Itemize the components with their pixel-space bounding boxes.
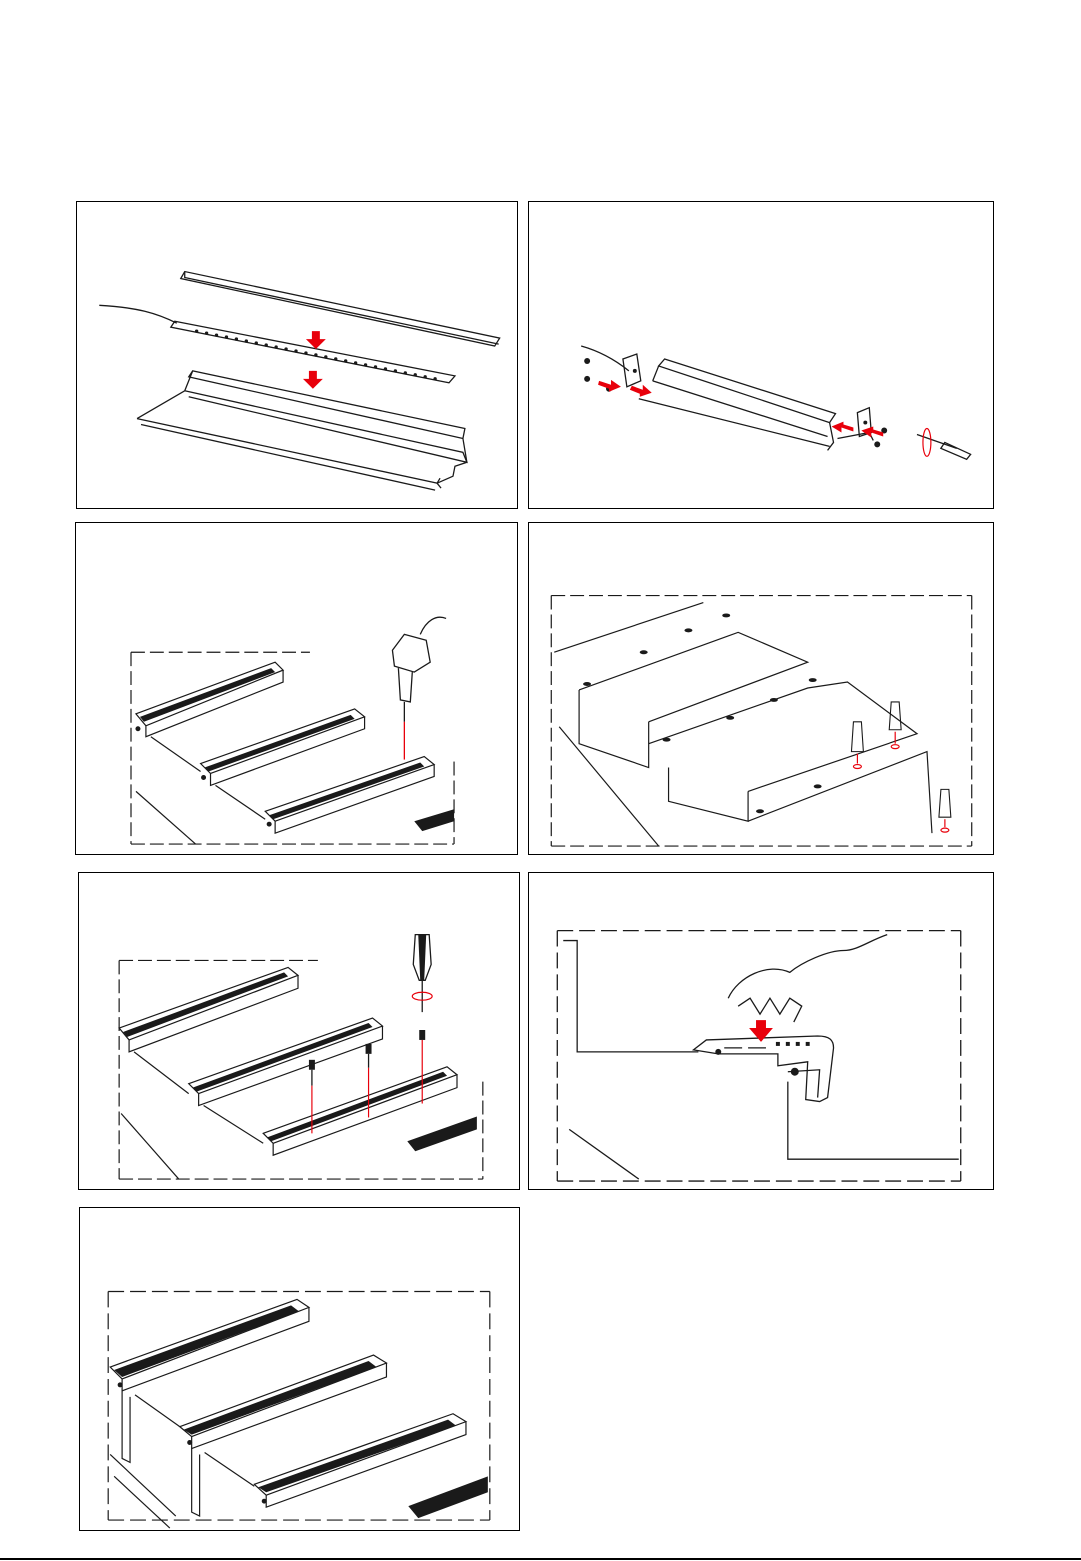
screwdriver-fixing-illustration [79, 873, 519, 1189]
step-2-panel [528, 201, 994, 509]
end-cap-screw-assembly-illustration [529, 202, 993, 508]
finished-stair-nosing-illustration [80, 1208, 519, 1530]
step-7-panel [79, 1207, 520, 1531]
step-6-panel [528, 872, 994, 1190]
step-1-panel [76, 201, 518, 509]
step-4-panel [528, 522, 994, 855]
step-5-panel [78, 872, 520, 1190]
page-bottom-rule [0, 1558, 1081, 1560]
drill-stair-nosing-illustration [76, 523, 517, 854]
anti-slip-insert-pressing-illustration [529, 873, 993, 1189]
wall-plug-insertion-illustration [529, 523, 993, 854]
profile-assembly-exploded-illustration [77, 202, 517, 508]
step-3-panel [75, 522, 518, 855]
